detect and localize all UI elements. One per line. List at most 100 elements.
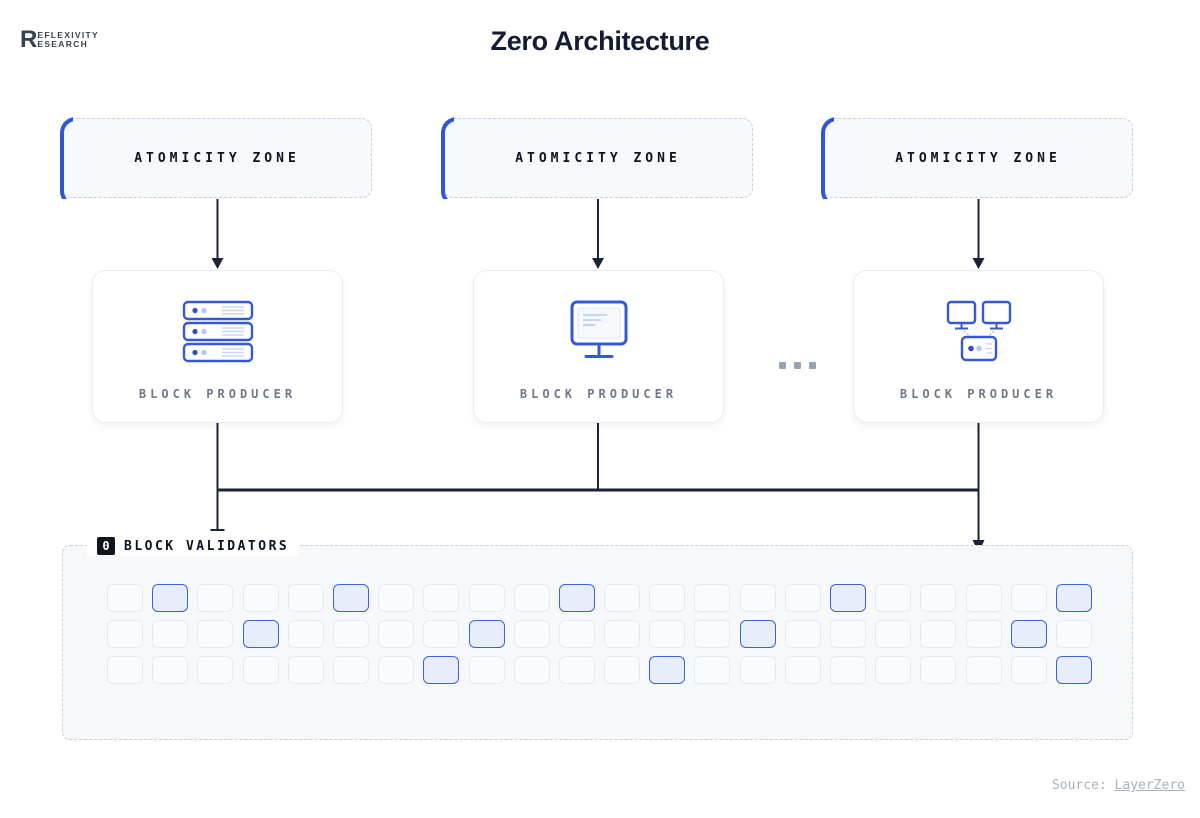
validator-cell — [965, 620, 1002, 648]
validator-cell-active — [152, 584, 189, 612]
logo-r-mark: R — [20, 26, 37, 53]
validator-cell — [920, 584, 957, 612]
validator-cell — [378, 620, 415, 648]
validator-cell — [423, 584, 460, 612]
zero-badge-icon: 0 — [97, 537, 115, 555]
validator-cell — [242, 656, 279, 684]
validator-cell — [739, 656, 776, 684]
validator-cell — [197, 620, 234, 648]
monitor-network-icon — [942, 299, 1016, 365]
validator-cell-active — [1010, 620, 1047, 648]
source-label: Source: — [1051, 778, 1107, 793]
monitor-icon — [563, 299, 635, 365]
validator-cell-active — [830, 584, 866, 612]
validator-cell-active — [649, 656, 686, 684]
validator-cell — [287, 656, 324, 684]
validator-cell — [694, 656, 731, 684]
validator-cell — [875, 656, 912, 684]
validator-cell — [378, 584, 415, 612]
validator-cell — [604, 620, 641, 648]
block-validators-header: 0 BLOCK VALIDATORS — [87, 536, 300, 556]
validator-cell — [152, 620, 189, 648]
validator-cell — [784, 584, 821, 612]
validator-cell — [107, 584, 143, 612]
validator-cell — [875, 620, 912, 648]
validator-cell — [1055, 620, 1092, 648]
page-title: Zero Architecture — [490, 26, 710, 56]
atomicity-zone-label: ATOMICITY ZONE — [515, 150, 681, 166]
ellipsis-dot — [794, 362, 801, 369]
atomicity-zone-3: ATOMICITY ZONE — [821, 117, 1133, 199]
blue-bracket-accent — [441, 117, 454, 199]
validator-cell — [1010, 656, 1047, 684]
validator-cell — [830, 620, 866, 648]
block-producer-3: BLOCK PRODUCER — [853, 270, 1104, 423]
validator-cell-active — [423, 656, 460, 684]
validator-cell — [332, 620, 369, 648]
ellipsis-dot — [779, 362, 786, 369]
logo-line-2: ESEARCH — [37, 39, 89, 49]
validator-cell — [920, 620, 957, 648]
block-producer-2: BLOCK PRODUCER — [473, 270, 724, 423]
validator-cell — [197, 584, 234, 612]
validator-cell — [649, 584, 686, 612]
validator-cell — [920, 656, 957, 684]
validator-cell — [468, 584, 505, 612]
validator-cell — [604, 584, 641, 612]
validator-cell — [107, 620, 143, 648]
validator-cell — [784, 620, 821, 648]
validator-cell-active — [1055, 584, 1092, 612]
validator-cell — [558, 620, 595, 648]
logo-line-1: EFLEXIVITY — [37, 30, 99, 41]
validator-cell — [1010, 584, 1047, 612]
continuation-ellipsis — [779, 362, 816, 369]
validator-cell — [513, 620, 550, 648]
validator-cell — [152, 656, 189, 684]
validator-cell — [107, 656, 143, 684]
validator-cell — [694, 584, 731, 612]
validator-cell — [649, 620, 686, 648]
validator-cell-active — [1055, 656, 1092, 684]
block-producer-label: BLOCK PRODUCER — [519, 387, 678, 401]
validator-cell — [875, 584, 912, 612]
source-link[interactable]: LayerZero — [1114, 778, 1185, 793]
blue-bracket-accent — [60, 117, 73, 199]
validator-cell — [513, 584, 550, 612]
atomicity-zone-label: ATOMICITY ZONE — [895, 150, 1061, 166]
validator-grid — [107, 584, 1092, 684]
block-producer-label: BLOCK PRODUCER — [138, 387, 297, 401]
server-stack-icon — [182, 299, 254, 365]
validator-cell — [197, 656, 234, 684]
validator-cell — [332, 656, 369, 684]
validator-cell — [287, 584, 324, 612]
validator-cell-active — [739, 620, 776, 648]
block-validators-container: 0 BLOCK VALIDATORS — [62, 536, 1133, 740]
atomicity-zone-label: ATOMICITY ZONE — [134, 150, 300, 166]
validator-cell — [513, 656, 550, 684]
validator-cell-active — [332, 584, 369, 612]
validator-cell — [965, 656, 1002, 684]
block-producer-1: BLOCK PRODUCER — [92, 270, 343, 423]
atomicity-zone-1: ATOMICITY ZONE — [60, 117, 372, 199]
validator-cell — [423, 620, 460, 648]
block-producer-label: BLOCK PRODUCER — [899, 387, 1058, 401]
validator-cell — [965, 584, 1002, 612]
validator-cell-active — [242, 620, 279, 648]
validator-cell — [604, 656, 641, 684]
validator-cell — [287, 620, 324, 648]
validator-cell — [694, 620, 731, 648]
validator-cell — [830, 656, 866, 684]
blue-bracket-accent — [821, 117, 834, 199]
validator-cell-active — [468, 620, 505, 648]
validator-cell — [784, 656, 821, 684]
validator-cell — [739, 584, 776, 612]
atomicity-zone-2: ATOMICITY ZONE — [441, 117, 753, 199]
validator-cell-active — [558, 584, 595, 612]
block-validators-label: BLOCK VALIDATORS — [124, 538, 290, 554]
ellipsis-dot — [809, 362, 816, 369]
validator-cell — [468, 656, 505, 684]
validator-cell — [378, 656, 415, 684]
validator-cell — [242, 584, 279, 612]
validator-cell — [558, 656, 595, 684]
